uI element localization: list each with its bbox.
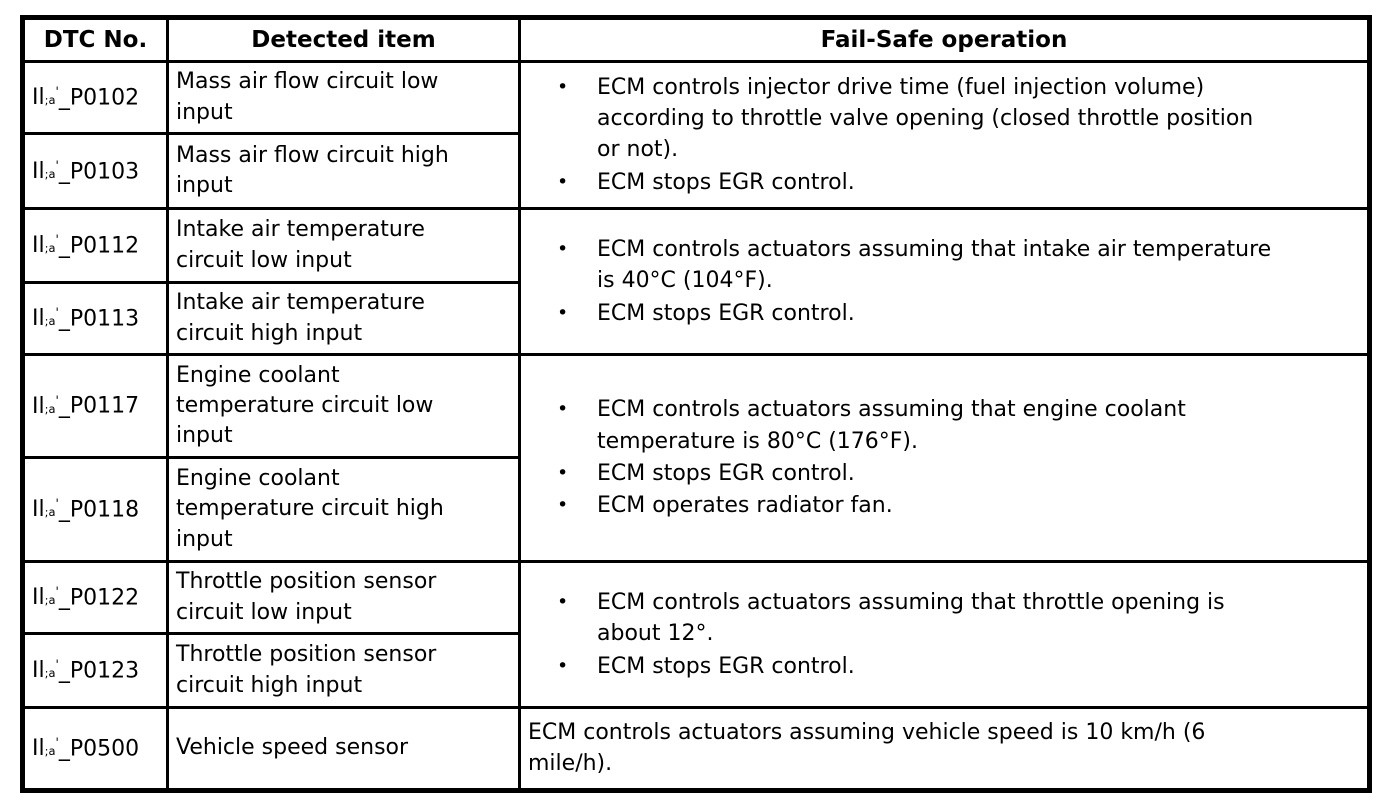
header-fail-safe-operation: Fail-Safe operation [518, 16, 1371, 63]
dtc-code-text: _P0500 [58, 735, 140, 761]
dtc-code-p0500: Il;a'_P0500 [21, 706, 169, 792]
dtc-code-p0117: Il;a'_P0117 [21, 353, 169, 460]
corrupted-glyph-icon: Il;a' [32, 232, 59, 259]
bullet-icon: • [557, 170, 569, 193]
corrupted-glyph-icon: Il;a' [32, 657, 59, 684]
fail-safe-text: ECM stops EGR control. [597, 300, 855, 326]
dtc-code-text: _P0122 [58, 585, 140, 611]
fail-safe-bullet-item: • ECM controls actuators assuming that t… [527, 587, 1273, 649]
fail-safe-cell-iat: • ECM controls actuators assuming that i… [518, 207, 1371, 357]
detected-item-p0500: Vehicle speed sensor [166, 706, 521, 792]
header-dtc-no: DTC No. [21, 16, 169, 63]
fail-safe-bullet-item: • ECM controls actuators assuming that i… [527, 234, 1273, 296]
table-row: Il;a'_P0117 Engine coolant temperature c… [21, 353, 1371, 564]
dtc-code-p0122: Il;a'_P0122 [21, 560, 169, 636]
dtc-code-p0103: Il;a'_P0103 [21, 132, 169, 211]
detected-item-p0103: Mass air flow circuit high input [166, 132, 521, 211]
detected-item-p0118: Engine coolant temperature circuit high … [166, 456, 521, 564]
dtc-code-text: _P0123 [58, 658, 140, 684]
table-row: Il;a'_P0112 Intake air temperature circu… [21, 207, 1371, 357]
corrupted-glyph-icon: Il;a' [32, 158, 59, 184]
detected-item-p0113: Intake air temperature circuit high inpu… [166, 281, 521, 357]
fail-safe-text: ECM controls injector drive time (fuel i… [597, 75, 1254, 163]
dtc-fail-safe-table: DTC No. Detected item Fail-Safe operatio… [20, 15, 1372, 793]
fail-safe-text: ECM controls actuators assuming vehicle … [528, 720, 1206, 777]
bullet-icon: • [557, 238, 569, 261]
bullet-icon: • [557, 301, 569, 324]
dtc-code-text: _P0117 [58, 393, 140, 419]
detected-item-p0112: Intake air temperature circuit low input [166, 207, 521, 285]
bullet-icon: • [557, 461, 569, 484]
detected-item-p0122: Throttle position sensor circuit low inp… [166, 560, 521, 636]
fail-safe-bullet-item: • ECM stops EGR control. [527, 651, 1273, 682]
dtc-code-text: _P0118 [58, 497, 140, 523]
dtc-code-p0112: Il;a'_P0112 [21, 207, 169, 285]
corrupted-glyph-icon: Il;a' [32, 393, 59, 419]
fail-safe-cell-vss: ECM controls actuators assuming vehicle … [518, 706, 1371, 792]
table-row: Il;a'_P0113 Intake air temperature circu… [21, 281, 1370, 357]
fail-safe-text: ECM stops EGR control. [597, 460, 855, 486]
dtc-code-p0113: Il;a'_P0113 [21, 281, 169, 357]
dtc-code-text: _P0112 [58, 233, 140, 259]
fail-safe-cell-maf: • ECM controls injector drive time (fuel… [518, 59, 1371, 211]
bullet-icon: • [557, 76, 569, 98]
corrupted-glyph-icon: Il;a' [32, 305, 59, 332]
detected-item-p0123: Throttle position sensor circuit high in… [166, 632, 521, 710]
bullet-icon: • [557, 398, 569, 421]
fail-safe-text: ECM operates radiator fan. [597, 493, 893, 519]
bullet-icon: • [557, 494, 569, 517]
corrupted-glyph-icon: Il;a' [32, 735, 59, 761]
fail-safe-bullet-item: • ECM stops EGR control. [527, 458, 1273, 489]
detected-item-p0117: Engine coolant temperature circuit low i… [166, 353, 521, 460]
bullet-icon: • [557, 591, 569, 614]
table-row: Il;a'_P0102 Mass air flow circuit low in… [21, 59, 1371, 211]
fail-safe-bullet-item: • ECM operates radiator fan. [527, 490, 1273, 521]
header-detected-item: Detected item [166, 16, 521, 63]
table-row: Il;a'_P0103 Mass air flow circuit high i… [21, 132, 1370, 211]
dtc-code-p0102: Il;a'_P0102 [21, 59, 169, 136]
corrupted-glyph-icon: Il;a' [32, 85, 59, 111]
table-row: Il;a'_P0123 Throttle position sensor cir… [21, 632, 1370, 710]
fail-safe-bullet-item: • ECM stops EGR control. [527, 167, 1273, 198]
fail-safe-text: ECM controls actuators assuming that eng… [597, 397, 1186, 454]
table-row: Il;a'_P0118 Engine coolant temperature c… [21, 456, 1370, 564]
detected-item-p0102: Mass air flow circuit low input [166, 59, 521, 136]
dtc-code-text: _P0102 [58, 85, 140, 111]
corrupted-glyph-icon: Il;a' [32, 496, 59, 523]
bullet-icon: • [557, 654, 569, 677]
corrupted-glyph-icon: Il;a' [32, 584, 59, 611]
fail-safe-bullet-item: • ECM stops EGR control. [527, 298, 1273, 329]
fail-safe-text: ECM controls actuators assuming that int… [597, 237, 1272, 294]
fail-safe-text: ECM controls actuators assuming that thr… [597, 590, 1225, 647]
dtc-code-p0118: Il;a'_P0118 [21, 456, 169, 564]
table-row: Il;a'_P0500 Vehicle speed sensor ECM con… [21, 706, 1371, 792]
fail-safe-text: ECM stops EGR control. [597, 169, 855, 195]
fail-safe-bullet-item: • ECM controls injector drive time (fuel… [527, 72, 1273, 166]
dtc-code-text: _P0113 [58, 306, 140, 332]
dtc-code-text: _P0103 [58, 158, 140, 184]
table-row: Il;a'_P0122 Throttle position sensor cir… [21, 560, 1371, 710]
dtc-code-p0123: Il;a'_P0123 [21, 632, 169, 710]
fail-safe-bullet-item: • ECM controls actuators assuming that e… [527, 394, 1273, 456]
fail-safe-cell-tps: • ECM controls actuators assuming that t… [518, 560, 1371, 710]
table-header-row: DTC No. Detected item Fail-Safe operatio… [21, 16, 1371, 63]
fail-safe-text: ECM stops EGR control. [597, 653, 855, 679]
fail-safe-cell-ect: • ECM controls actuators assuming that e… [518, 353, 1371, 564]
